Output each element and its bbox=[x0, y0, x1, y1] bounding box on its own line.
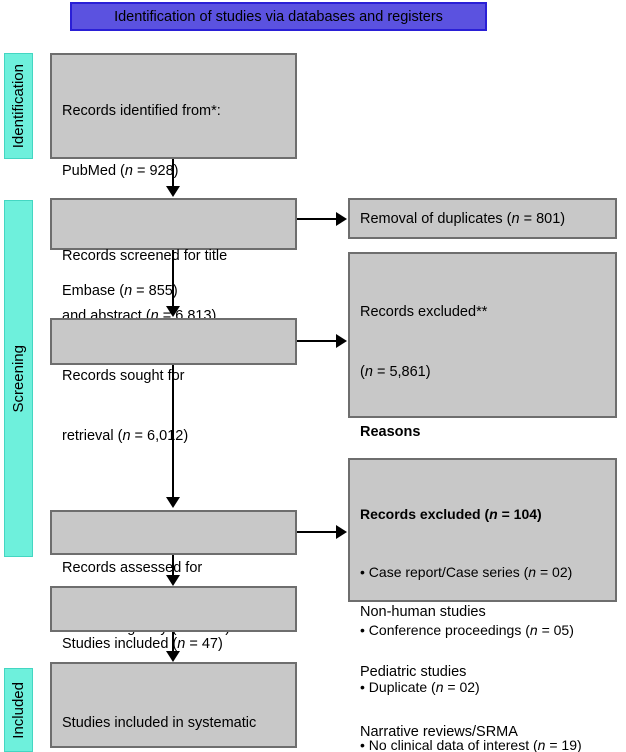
box-removal-duplicates: Removal of duplicates (n = 801) bbox=[348, 198, 617, 239]
stage-label-included: Included bbox=[10, 681, 27, 739]
box-studies-included: Studies included (n = 47) Manual search … bbox=[50, 586, 297, 712]
box-final-included: Studies included in systematic review (n… bbox=[50, 662, 297, 748]
box-line: Records identified from*: bbox=[62, 103, 221, 119]
diagram-header-banner: Identification of studies via databases … bbox=[70, 2, 487, 31]
connector-sought-to-assessed bbox=[172, 365, 174, 498]
box-line: Records sought for bbox=[62, 368, 185, 384]
box-line: Narrative reviews/SRMA bbox=[360, 724, 518, 740]
connector-assessed-to-excluded-fulltext bbox=[297, 531, 337, 533]
box-line: (n = 5,861) bbox=[360, 364, 431, 380]
connector-identified-to-screened bbox=[172, 159, 174, 187]
box-line: Records excluded** bbox=[360, 304, 488, 320]
arrowhead-studies-included-to-final bbox=[166, 651, 180, 662]
stage-bar-identification: Identification bbox=[4, 53, 33, 159]
connector-screened-to-sought bbox=[172, 250, 174, 307]
box-line-reasons-heading: Reasons bbox=[360, 424, 421, 440]
box-records-sought: Records sought for retrieval (n = 6,012) bbox=[50, 318, 297, 444]
diagram-header-title: Identification of studies via databases … bbox=[114, 8, 443, 25]
arrowhead-sought-to-excluded-screening bbox=[336, 334, 347, 348]
box-line: • No clinical data of interest (n = 19) bbox=[360, 737, 582, 752]
box-line: • Duplicate (n = 02) bbox=[360, 679, 480, 696]
box-line: Studies included (n = 47) bbox=[62, 636, 223, 652]
connector-screened-to-duplicates bbox=[297, 218, 337, 220]
arrowhead-identified-to-screened bbox=[166, 186, 180, 197]
box-records-identified: Records identified from*: PubMed (n = 92… bbox=[50, 53, 297, 359]
arrowhead-assessed-to-studies-included bbox=[166, 575, 180, 586]
stage-bar-included: Included bbox=[4, 668, 33, 752]
box-records-screened: Records screened for title and abstract … bbox=[50, 198, 297, 324]
stage-bar-screening: Screening bbox=[4, 200, 33, 557]
connector-studies-included-to-final bbox=[172, 632, 174, 654]
stage-label-identification: Identification bbox=[10, 63, 27, 149]
connector-assessed-to-studies-included bbox=[172, 555, 174, 577]
arrowhead-screened-to-sought bbox=[166, 306, 180, 317]
box-line: • Case report/Case series (n = 02) bbox=[360, 563, 573, 580]
box-records-excluded-screening: Records excluded** (n = 5,861) Reasons C… bbox=[348, 252, 617, 740]
connector-sought-to-excluded-screening bbox=[297, 340, 337, 342]
box-records-excluded-fulltext: Records excluded (n = 104) • Case report… bbox=[348, 458, 617, 752]
box-line: Removal of duplicates (n = 801) bbox=[360, 210, 566, 227]
box-line: Non-human studies bbox=[360, 604, 486, 620]
box-line: • Conference proceedings (n = 05) bbox=[360, 621, 574, 638]
box-line: Embase (n = 855) bbox=[62, 283, 178, 299]
box-line: PubMed (n = 928) bbox=[62, 163, 179, 179]
box-line: Records assessed for bbox=[62, 560, 203, 576]
box-line-excluded-heading: Records excluded (n = 104) bbox=[360, 505, 542, 522]
box-line: retrieval (n = 6,012) bbox=[62, 428, 189, 444]
arrowhead-sought-to-assessed bbox=[166, 497, 180, 508]
arrowhead-assessed-to-excluded-fulltext bbox=[336, 525, 347, 539]
stage-label-screening: Screening bbox=[10, 344, 27, 413]
box-line: Records screened for title bbox=[62, 248, 228, 264]
box-line: Studies included in systematic bbox=[62, 715, 257, 731]
box-records-assessed: Records assessed for full-text eligibili… bbox=[50, 510, 297, 636]
box-line: Pediatric studies bbox=[360, 664, 467, 680]
arrowhead-screened-to-duplicates bbox=[336, 212, 347, 226]
